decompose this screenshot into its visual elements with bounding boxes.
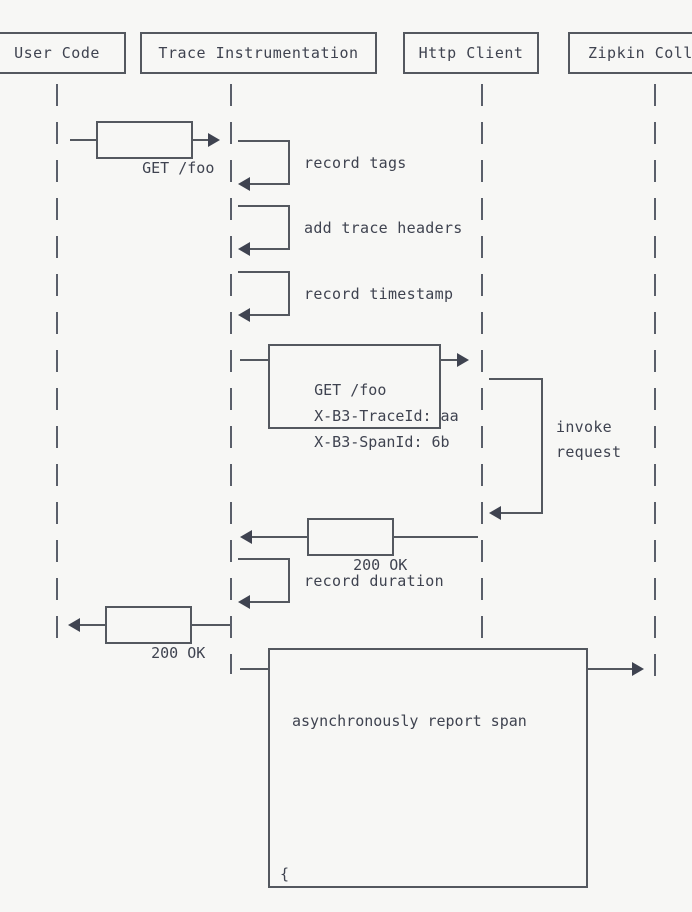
- message-report-span-payload-line-1: {: [280, 865, 290, 883]
- self-record-timestamp-bottom: [250, 314, 290, 316]
- self-record-timestamp-top: [238, 271, 290, 273]
- self-add-trace-headers-label: add trace headers: [304, 219, 463, 237]
- message-get-foo-headers-line-2: X-B3-TraceId: aa: [314, 407, 459, 425]
- message-200-ok-user-box: 200 OK: [105, 606, 205, 662]
- message-report-span-line-left: [240, 668, 268, 670]
- self-invoke-request-label-line-2: request: [556, 443, 622, 461]
- self-record-duration-label: record duration: [304, 572, 444, 590]
- message-get-foo-headers-box: GET /foo X-B3-TraceId: aa X-B3-SpanId: 6…: [268, 344, 459, 451]
- participant-zipkin-collector: Zipkin Colle: [568, 32, 692, 74]
- lifeline-http-client: [481, 84, 483, 644]
- message-200-ok-http-box: 200 OK: [307, 518, 407, 574]
- self-add-trace-headers-side: [288, 205, 290, 249]
- self-invoke-request-label-line-1: invoke: [556, 418, 612, 436]
- lifeline-user-code: [56, 84, 58, 654]
- message-report-span-blank: [280, 786, 576, 812]
- message-report-span-arrowhead: [632, 662, 644, 676]
- message-report-span-line-right: [588, 668, 635, 670]
- message-report-span-box: asynchronously report span { "traceId": …: [268, 648, 588, 888]
- self-record-timestamp-side: [288, 271, 290, 315]
- message-get-foo-box: GET /foo: [96, 121, 214, 177]
- message-200-ok-user-line-right: [192, 624, 230, 626]
- message-200-ok-user-label: 200 OK: [151, 644, 206, 662]
- self-add-trace-headers-arrowhead: [238, 242, 250, 256]
- self-record-duration-bottom: [250, 601, 290, 603]
- self-record-tags-side: [288, 140, 290, 184]
- self-add-trace-headers-bottom: [250, 248, 290, 250]
- message-get-foo-arrowhead: [208, 133, 220, 147]
- self-record-tags-bottom: [250, 183, 290, 185]
- message-200-ok-http-arrowhead: [240, 530, 252, 544]
- participant-zipkin-collector-label: Zipkin Colle: [588, 44, 692, 62]
- self-record-duration-top: [238, 558, 290, 560]
- self-invoke-request-top: [489, 378, 543, 380]
- self-record-duration-arrowhead: [238, 595, 250, 609]
- message-200-ok-http-line-left: [252, 536, 307, 538]
- lifeline-trace-instrumentation: [230, 84, 232, 674]
- message-get-foo-line-left: [70, 139, 96, 141]
- message-report-span-title: asynchronously report span: [292, 712, 527, 730]
- message-200-ok-http-line-right: [394, 536, 478, 538]
- message-200-ok-user-arrowhead: [68, 618, 80, 632]
- self-record-timestamp-arrowhead: [238, 308, 250, 322]
- participant-user-code: User Code: [0, 32, 126, 74]
- message-200-ok-http-label: 200 OK: [353, 556, 408, 574]
- message-get-foo-headers-line-right: [441, 359, 460, 361]
- self-record-timestamp-label: record timestamp: [304, 285, 454, 303]
- self-invoke-request-side: [541, 378, 543, 514]
- self-add-trace-headers-top: [238, 205, 290, 207]
- self-record-tags-top: [238, 140, 290, 142]
- message-get-foo-headers-line-3: X-B3-SpanId: 6b: [314, 433, 450, 451]
- participant-trace-instrumentation: Trace Instrumentation: [140, 32, 377, 74]
- self-invoke-request-bottom: [501, 512, 543, 514]
- participant-trace-instrumentation-label: Trace Instrumentation: [158, 44, 359, 62]
- self-record-duration-side: [288, 558, 290, 602]
- participant-user-code-label: User Code: [14, 44, 100, 62]
- message-get-foo-label: GET /foo: [142, 159, 215, 177]
- lifeline-zipkin-collector: [654, 84, 656, 684]
- participant-http-client: Http Client: [403, 32, 539, 74]
- message-get-foo-headers-arrowhead: [457, 353, 469, 367]
- message-get-foo-headers-line-1: GET /foo: [314, 381, 387, 399]
- self-record-tags-arrowhead: [238, 177, 250, 191]
- message-get-foo-line-right: [193, 139, 212, 141]
- participant-http-client-label: Http Client: [418, 44, 524, 62]
- self-record-tags-label: record tags: [304, 154, 407, 172]
- self-invoke-request-arrowhead: [489, 506, 501, 520]
- message-200-ok-user-line-left: [80, 624, 105, 626]
- message-get-foo-headers-line-left: [240, 359, 268, 361]
